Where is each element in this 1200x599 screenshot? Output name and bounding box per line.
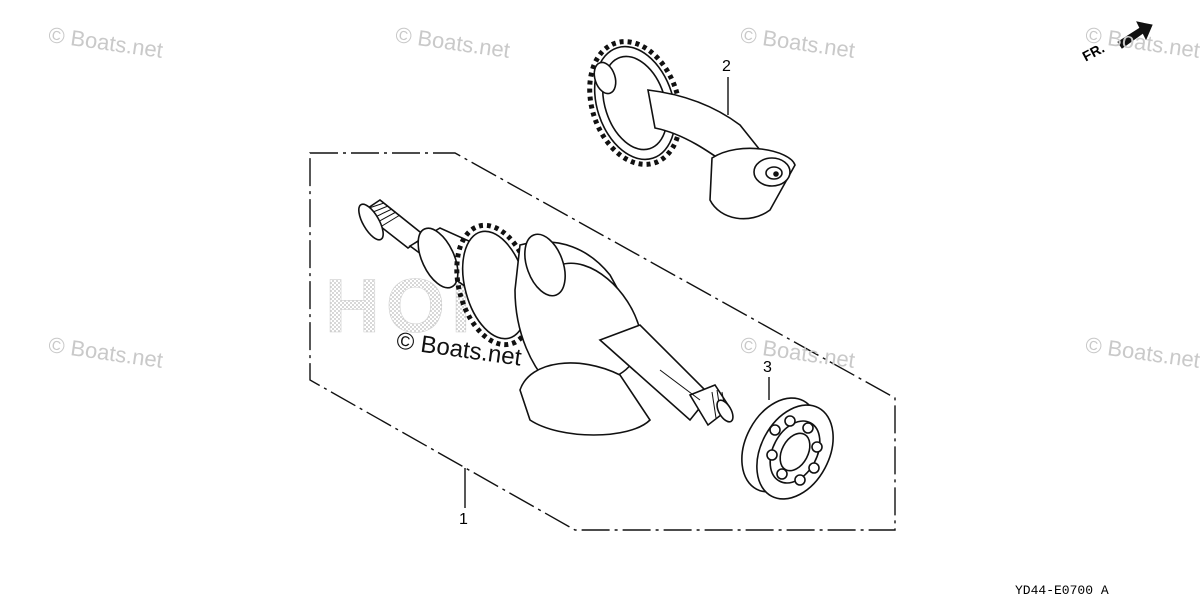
forward-arrow-icon	[1117, 21, 1153, 49]
diagram-code-number: YD44-E0700	[1015, 583, 1094, 598]
crankshaft-icon	[358, 199, 734, 436]
ball-bearing-icon	[741, 397, 834, 500]
diagram-code-suffix: A	[1100, 583, 1109, 598]
assembly-frame	[309, 152, 896, 531]
callout-part-3[interactable]: 3	[763, 359, 772, 376]
diagram-code: YD44-E0700 A	[1015, 583, 1109, 598]
balancer-shaft-icon	[587, 39, 796, 220]
callout-part-1[interactable]: 1	[459, 511, 468, 528]
callout-part-2[interactable]: 2	[722, 58, 731, 75]
